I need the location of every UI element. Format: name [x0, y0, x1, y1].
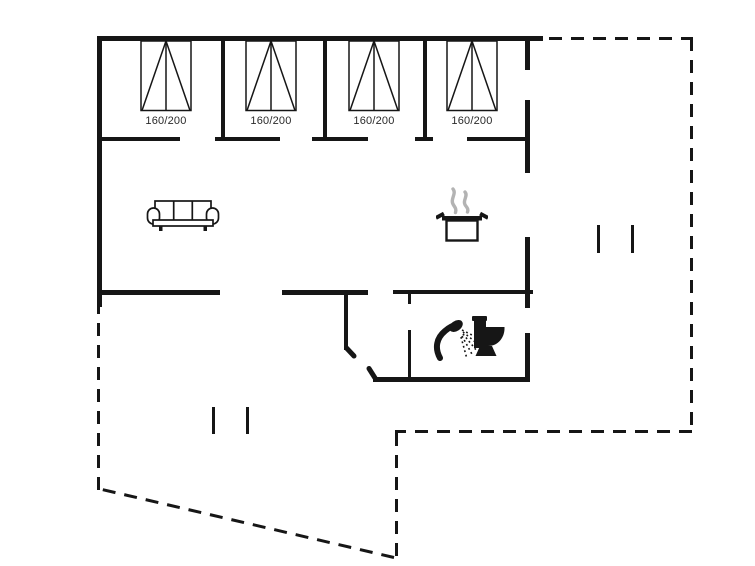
terrace-edge-bottom-diagonal	[99, 487, 395, 559]
steam-icon	[450, 187, 470, 215]
exterior-wall-right-segment-2	[525, 100, 530, 173]
sofa-icon	[146, 198, 220, 234]
bathroom-west-wall-segment-1	[408, 294, 411, 304]
bed-size-label-2: 160/200	[250, 115, 292, 127]
bathroom-south-wall	[373, 377, 530, 382]
bathroom-north-wall	[393, 290, 533, 294]
bedroom-front-wall-segment-5	[467, 137, 528, 141]
bed-size-label-1: 160/200	[145, 115, 187, 127]
living-room-south-wall-segment-1	[97, 290, 220, 295]
bedroom-divider-wall-3	[423, 41, 427, 137]
bedroom-front-wall-segment-1	[97, 137, 180, 141]
exterior-wall-right-segment-1	[525, 36, 530, 70]
step-marks-icon	[631, 225, 634, 253]
bedroom-front-wall-segment-2	[215, 137, 280, 141]
bathroom-west-wall-segment-2	[408, 330, 411, 380]
step-marks-icon	[246, 407, 249, 434]
exterior-wall-right-segment-4	[525, 333, 530, 378]
step-marks-icon	[212, 407, 215, 434]
step-marks-icon	[597, 225, 600, 253]
bedroom-front-wall-segment-4	[415, 137, 433, 141]
bedroom-divider-wall-1	[221, 41, 225, 137]
exterior-wall-right-segment-3	[525, 237, 530, 308]
double-bed-icon	[348, 41, 400, 112]
cooking-pot-icon	[436, 186, 488, 244]
toilet-icon	[471, 316, 507, 360]
exterior-wall-left	[97, 36, 102, 307]
double-bed-icon	[245, 41, 297, 112]
hallway-wall-angled-end	[344, 345, 357, 359]
bed-size-label-4: 160/200	[451, 115, 493, 127]
exterior-wall-top	[97, 36, 543, 41]
double-bed-icon	[140, 41, 192, 112]
bed-size-label-3: 160/200	[353, 115, 395, 127]
hallway-wall	[344, 290, 348, 350]
bedroom-front-wall-segment-3	[312, 137, 368, 141]
bathroom-wall-angled-end	[366, 366, 378, 381]
living-room-south-wall-segment-2	[282, 290, 368, 295]
bedroom-divider-wall-2	[323, 41, 327, 137]
double-bed-icon	[446, 41, 498, 112]
